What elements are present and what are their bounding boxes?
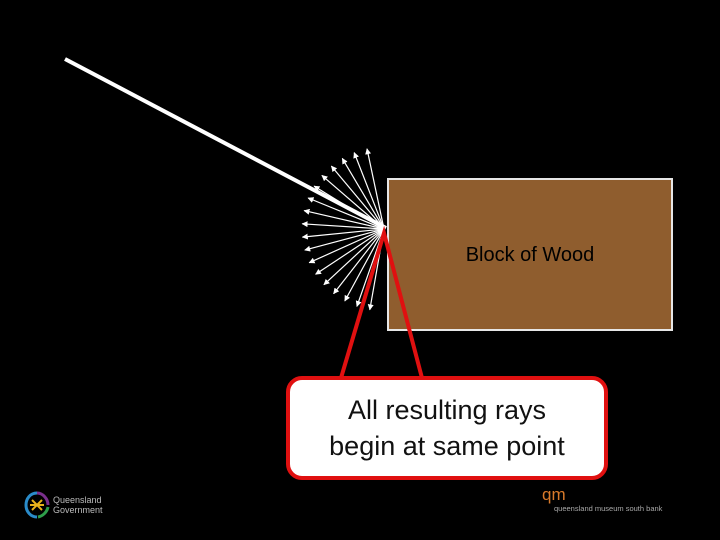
- reflected-ray: [307, 197, 385, 230]
- queensland-crest-icon: [24, 491, 50, 519]
- reflected-ray: [313, 185, 385, 230]
- reflected-ray: [301, 221, 385, 230]
- reflected-ray: [365, 148, 385, 230]
- gov-logo-text: Queensland Government: [53, 495, 103, 515]
- reflected-ray: [330, 165, 385, 230]
- queensland-government-logo: Queensland Government: [24, 490, 134, 520]
- reflected-ray: [315, 228, 385, 275]
- wood-block: [387, 178, 673, 331]
- incident-ray: [64, 57, 387, 230]
- wood-block-label: Block of Wood: [465, 244, 595, 266]
- reflected-ray: [323, 228, 385, 286]
- qm-mark: qm: [542, 485, 566, 504]
- reflected-ray: [303, 208, 385, 230]
- reflected-ray: [308, 228, 385, 264]
- reflected-ray: [321, 174, 385, 230]
- reflected-ray: [353, 152, 385, 230]
- callout-text: All resulting rays begin at same point: [329, 392, 565, 464]
- reflected-ray: [301, 228, 385, 240]
- callout-line-2: begin at same point: [329, 431, 565, 461]
- reflected-ray: [333, 228, 385, 295]
- reflected-ray: [304, 228, 385, 252]
- museum-name: queensland museum south bank: [554, 504, 663, 513]
- reflected-rays: [301, 148, 385, 311]
- callout-box: All resulting rays begin at same point: [286, 376, 608, 480]
- gov-logo-line-1: Queensland: [53, 495, 102, 505]
- reflected-ray: [344, 228, 385, 302]
- reflected-ray: [341, 157, 385, 230]
- callout-line-1: All resulting rays: [347, 395, 547, 425]
- gov-logo-line-2: Government: [53, 505, 103, 515]
- callout-pointer: [339, 225, 424, 379]
- queensland-museum-logo: qm queensland museum south bank: [540, 485, 720, 525]
